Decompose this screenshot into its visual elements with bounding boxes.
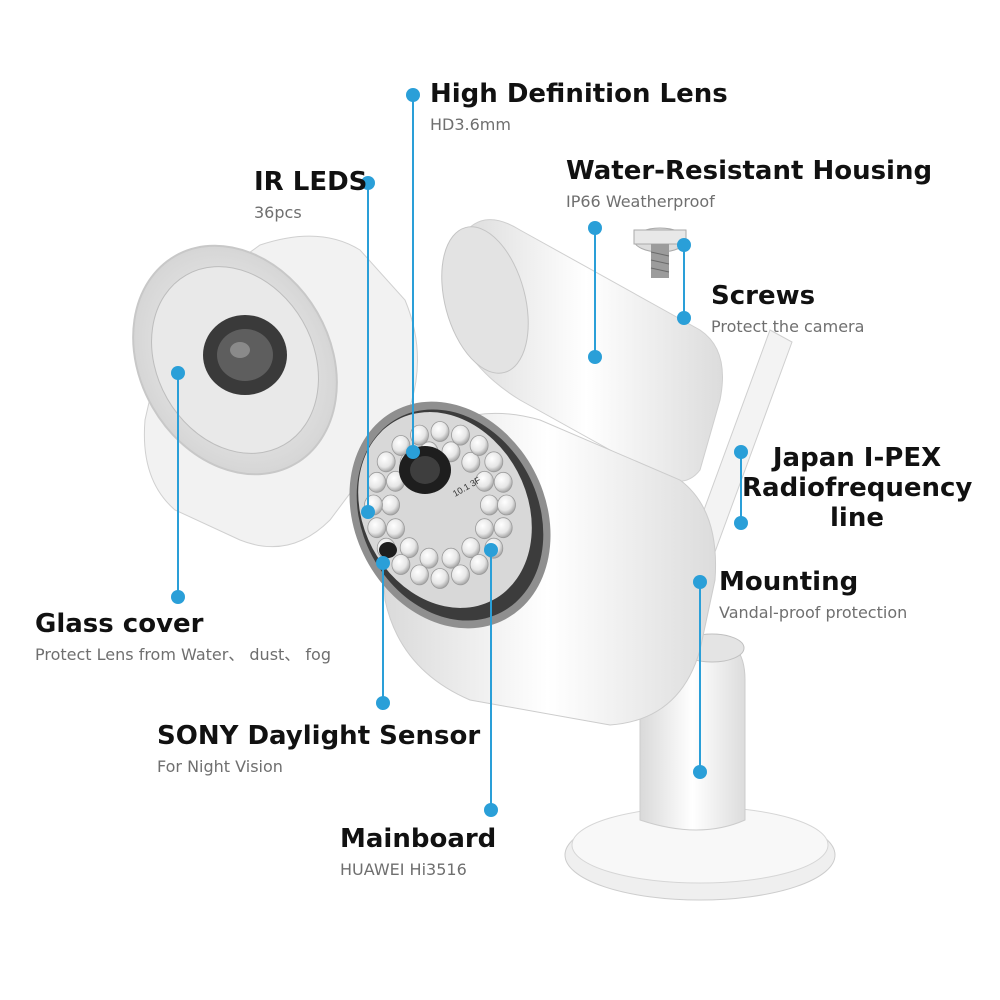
callout-title: High Definition Lens [430,79,728,109]
callout-title: Glass cover [35,609,204,639]
ir-led [410,424,429,446]
ir-led [493,517,513,539]
callout-sony-daylight-sensor: SONY Daylight Sensor For Night Vision [157,721,481,776]
callout-subtitle: 36pcs [254,202,302,222]
ir-led [461,451,481,473]
callout-title: Mainboard [340,824,497,854]
ir-led [461,537,481,559]
ir-led [451,424,470,446]
ir-led [376,451,396,473]
ir-led [475,470,494,492]
ir-led [410,564,429,586]
callout-water-resistant-housing: Water-Resistant Housing IP66 Weatherproo… [566,156,933,211]
ir-led [469,435,489,456]
glass-cover-part [132,235,418,548]
callout-screws: Screws Protect the camera [711,281,865,336]
callout-subtitle: Protect Lens from Water、 dust、 fog [35,644,331,664]
callout-title: Water-Resistant Housing [566,156,933,186]
callout-subtitle: Protect the camera [711,316,865,336]
housing-tube-part [441,219,723,482]
callout-leaders [171,88,748,817]
ir-led [430,421,450,442]
ir-led [441,547,461,569]
callout-glass-cover: Glass cover Protect Lens from Water、 dus… [35,609,331,664]
ir-led [391,554,411,575]
daylight-sensor [379,542,397,558]
callout-subtitle: IP66 Weatherproof [566,191,715,211]
ir-led [493,471,513,493]
ir-led [497,494,516,516]
ir-led [451,564,470,586]
callout-title: Screws [711,281,816,311]
ir-led [469,554,489,575]
ir-led [475,518,494,540]
callout-subtitle: For Night Vision [157,756,283,776]
callout-title-line: Japan I-PEX [772,443,942,473]
ir-led [399,537,419,559]
callout-high-definition-lens: High Definition Lens HD3.6mm [430,79,728,134]
ir-led [367,517,387,539]
callout-title: Mounting [719,567,859,597]
callout-title-line: line [830,502,884,533]
ir-led [419,547,439,569]
ir-led [381,494,401,516]
ir-led [430,568,450,589]
screw-part [633,227,687,278]
ir-led [484,451,504,473]
camera-body-part: 10.1 3F [349,401,717,726]
callout-title: IR LEDS [254,167,368,197]
callout-ir-leds: IR LEDS 36pcs [254,167,368,222]
callout-subtitle: HUAWEI Hi3516 [340,859,467,879]
ir-led [391,435,411,456]
callout-title: SONY Daylight Sensor [157,721,481,751]
ir-led [367,471,387,493]
callout-japan-ipex: Japan I-PEX Radiofrequency line [742,443,973,534]
ir-led [479,494,499,516]
callout-title-line: Radiofrequency [742,472,973,503]
ir-led [386,518,405,540]
callout-mainboard: Mainboard HUAWEI Hi3516 [340,824,497,879]
callout-subtitle: Vandal-proof protection [719,602,908,622]
callout-mounting: Mounting Vandal-proof protection [719,567,908,622]
callout-subtitle: HD3.6mm [430,114,511,134]
